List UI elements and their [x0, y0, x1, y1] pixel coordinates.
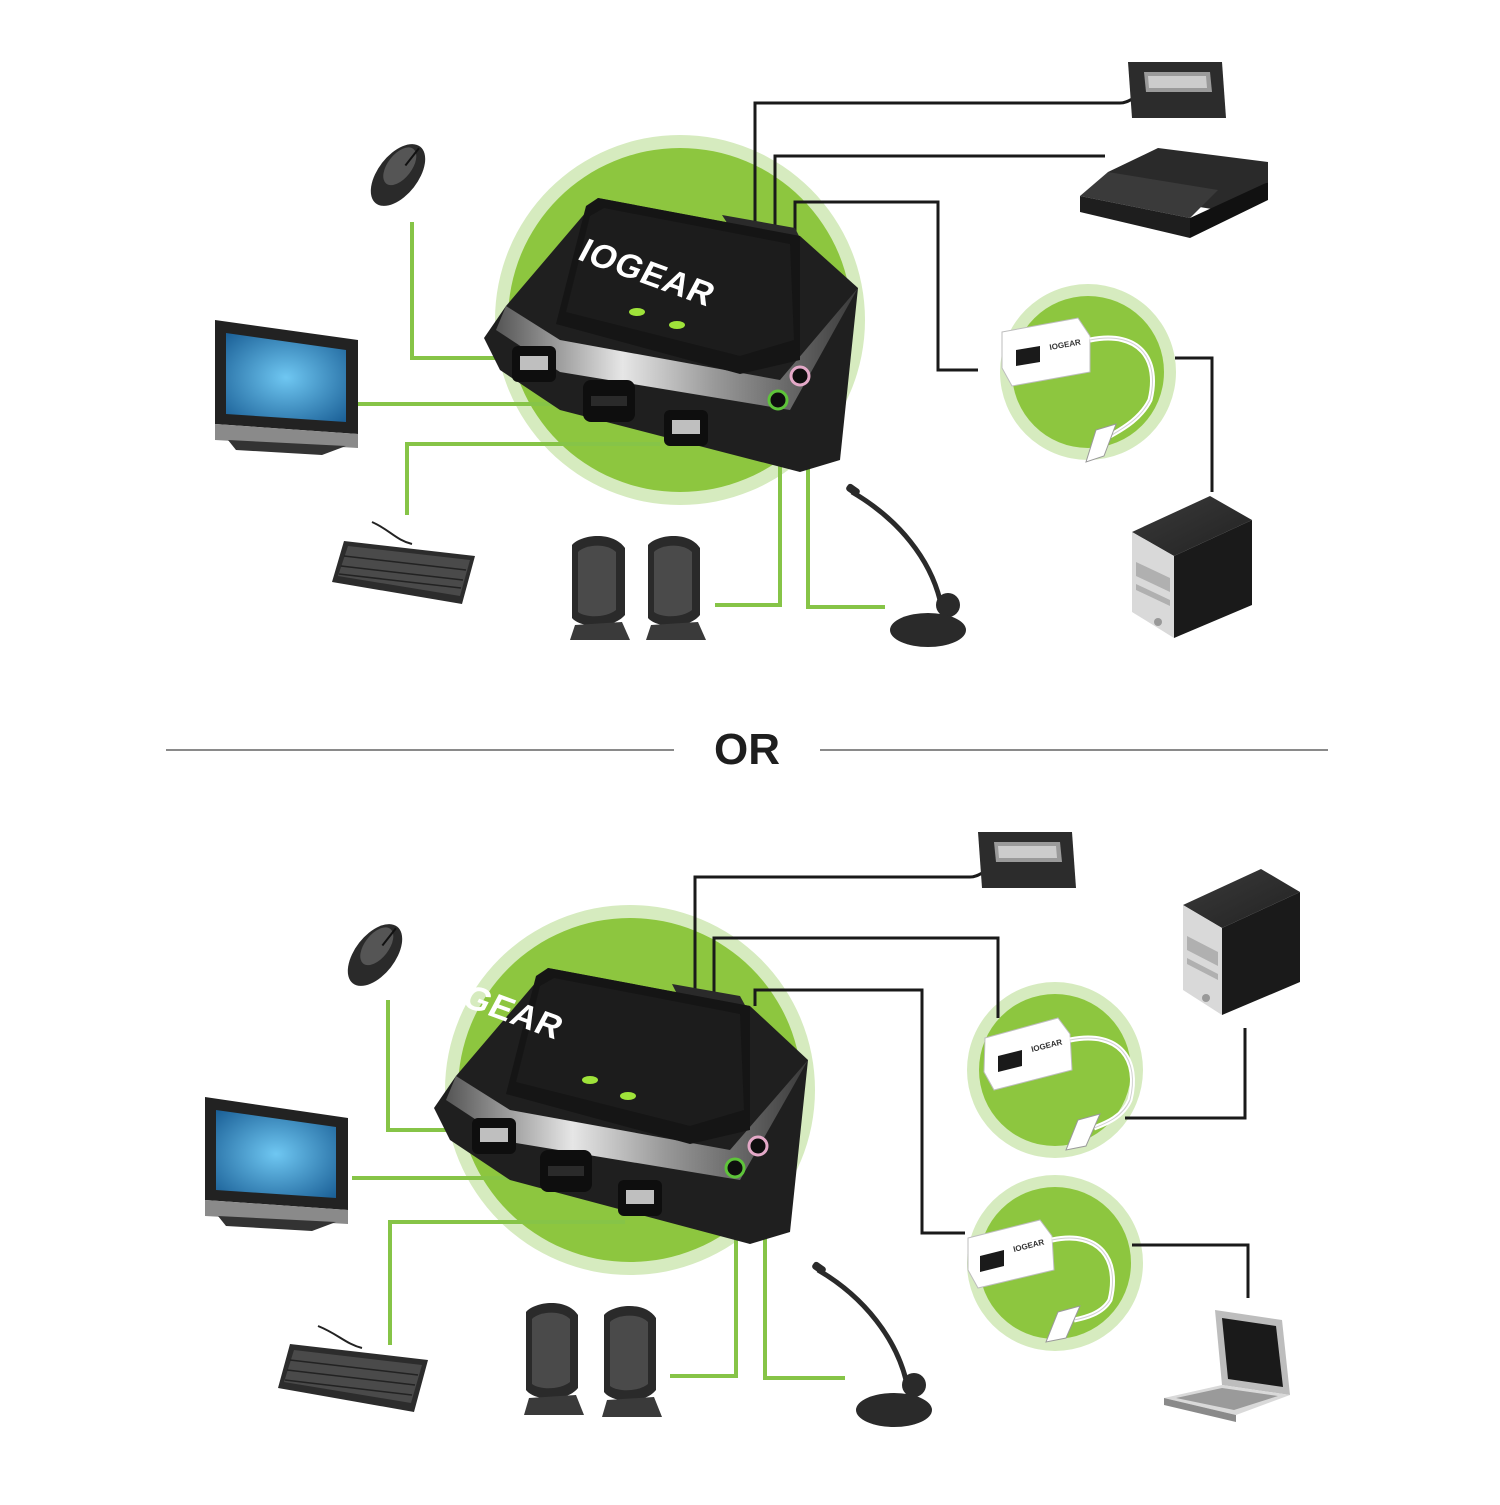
adapter-2-to-laptop-cable [1132, 1243, 1250, 1298]
status-led-1 [629, 308, 645, 316]
keyboard-cable [405, 442, 660, 515]
status-led-2 [669, 321, 685, 329]
game-console-icon [1080, 148, 1268, 238]
separator-line-right [820, 749, 1328, 751]
adapter-cable [793, 200, 978, 372]
monitor-icon [205, 1097, 348, 1231]
adapter-to-pc-cable [1175, 356, 1214, 492]
laptop-icon [1164, 1310, 1290, 1422]
usb-c-adapter-icon: IOGEAR [983, 1017, 1135, 1151]
mouse-icon [370, 144, 426, 206]
audio-out-jack [767, 389, 789, 411]
diagram-bottom: IOGEAR IOGEAR IOGEAR [205, 832, 1300, 1427]
pc-tower-icon [1183, 869, 1300, 1015]
speaker-cable [715, 405, 782, 607]
mouse-cable [386, 1000, 470, 1132]
speakers-icon [570, 535, 706, 640]
usb-c-adapter-icon-2: IOGEAR [967, 1219, 1116, 1343]
monitor-icon [215, 320, 358, 455]
speaker-cable [670, 1180, 738, 1378]
kvm-hub-device: IOGEAR [484, 198, 858, 472]
usb-c-adapter-icon: IOGEAR [1001, 317, 1155, 463]
mic-in-jack [747, 1135, 769, 1157]
audio-out-jack [724, 1157, 746, 1179]
status-led-1 [582, 1076, 598, 1084]
card-reader-cable [753, 101, 1120, 225]
status-led-2 [620, 1092, 636, 1100]
keyboard-cable [388, 1220, 625, 1345]
mouse-cable [410, 222, 505, 360]
black-cables [753, 101, 1214, 492]
mouse-icon [347, 924, 403, 986]
pc-tower-icon [1132, 496, 1252, 638]
speakers-icon [524, 1302, 662, 1417]
card-reader-icon [1119, 62, 1226, 118]
console-cable [773, 154, 1105, 230]
keyboard-icon [332, 521, 475, 604]
card-reader-cable [693, 875, 970, 992]
microphone-icon [846, 483, 966, 647]
mic-in-jack [789, 365, 811, 387]
adapter-1-cable [712, 936, 1000, 1018]
adapter-background-circle-2-inner [979, 1187, 1131, 1339]
adapter-1-to-pc-cable [1125, 1028, 1247, 1120]
black-cables [693, 875, 1250, 1298]
microphone-icon [812, 1261, 932, 1427]
separator-line-left [166, 749, 674, 751]
or-separator-label: OR [714, 725, 780, 774]
card-reader-icon [969, 832, 1076, 888]
keyboard-icon [278, 1325, 428, 1412]
kvm-hub-device: IOGEAR [421, 965, 808, 1244]
adapter-2-cable [753, 988, 965, 1235]
diagram-top: IOGEAR IOGEAR [215, 62, 1268, 647]
